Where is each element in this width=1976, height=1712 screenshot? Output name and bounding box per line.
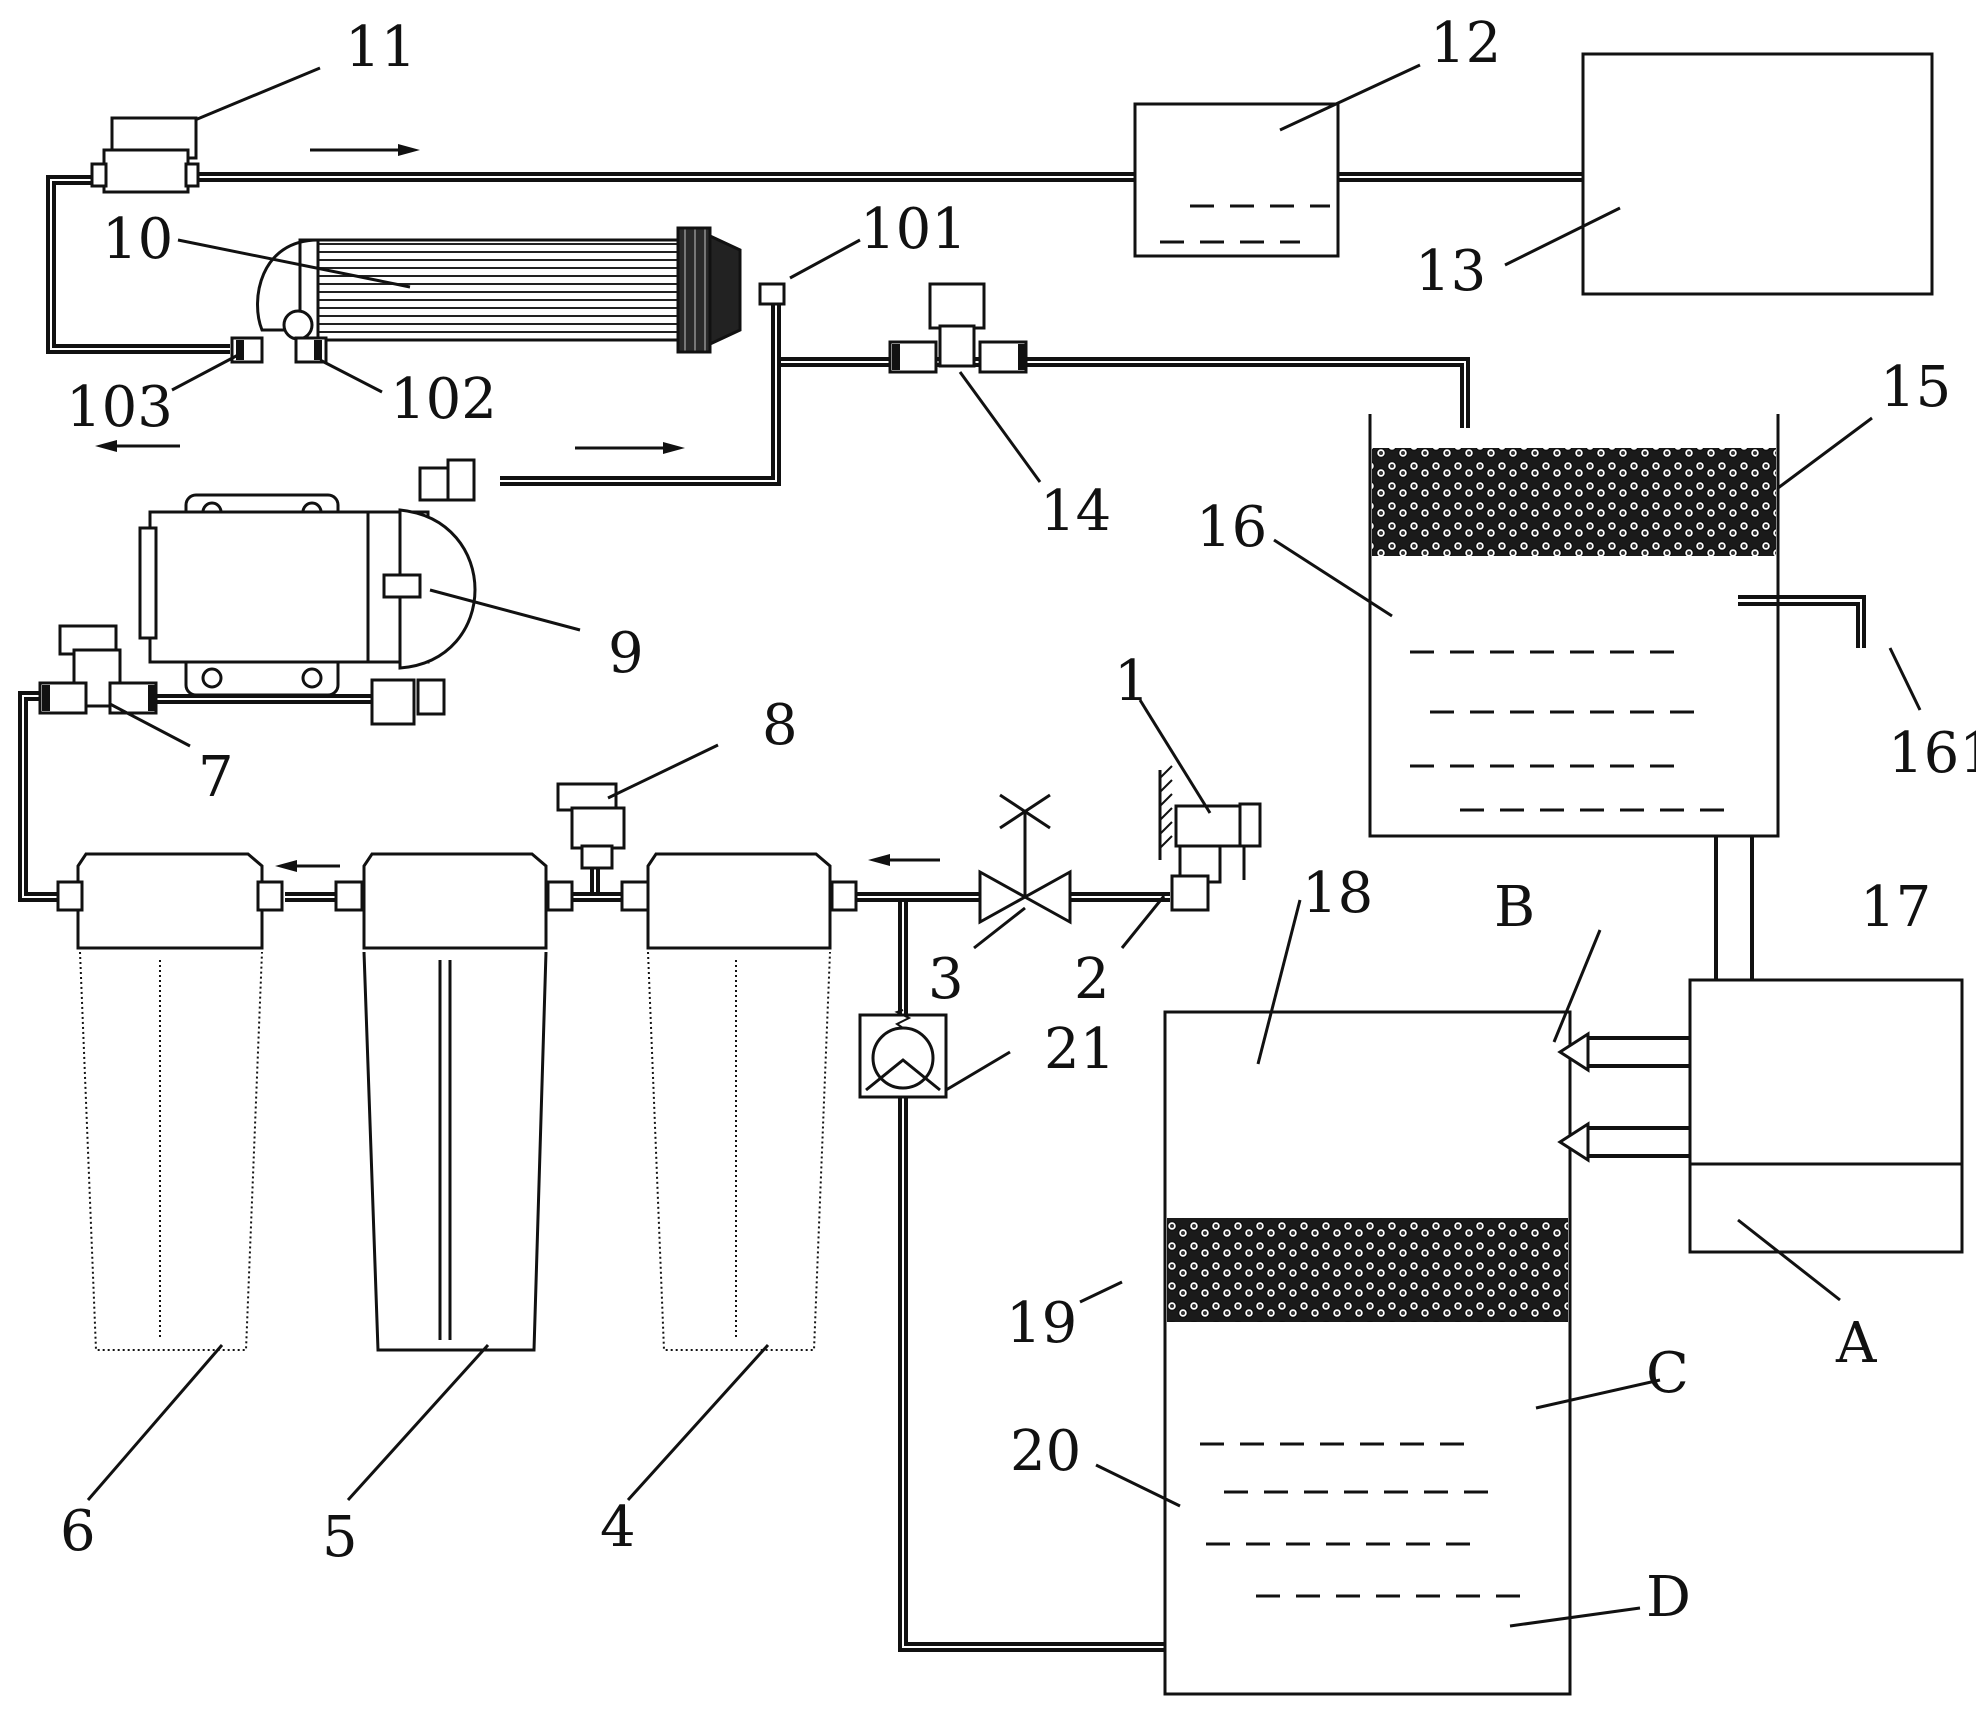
pipe-17-18-upper [1588, 1036, 1690, 1068]
label-19: 19 [1006, 1291, 1077, 1356]
pipe-filter6-5 [285, 892, 340, 902]
valve-11 [90, 116, 200, 194]
filter-5 [334, 852, 574, 1352]
label-13: 13 [1415, 239, 1486, 304]
solenoid-valve-1 [1158, 765, 1262, 912]
label-21: 21 [1044, 1017, 1115, 1082]
label-16: 16 [1196, 495, 1267, 560]
valve-7 [38, 624, 158, 715]
label-9: 9 [608, 621, 644, 686]
pipe-filter4-valve3 [857, 892, 980, 902]
pipe-network [18, 172, 1866, 1652]
label-8: 8 [762, 693, 798, 758]
pipe-161-outlet [1738, 595, 1866, 648]
nozzle-arrows [1557, 1031, 1590, 1163]
pipe-7-filter6 [18, 691, 60, 902]
label-4: 4 [600, 1495, 636, 1560]
label-11: 11 [345, 15, 416, 80]
valve-8 [556, 782, 626, 870]
tank-16 [1368, 414, 1780, 838]
filter-4 [620, 852, 858, 1351]
label-18: 18 [1302, 861, 1373, 926]
label-15: 15 [1880, 355, 1951, 420]
label-3: 3 [928, 947, 964, 1012]
label-B: B [1494, 875, 1535, 940]
label-1: 1 [1114, 649, 1150, 714]
tank-18 [1163, 1010, 1572, 1696]
pipe-top-return [190, 172, 1135, 182]
box-13 [1581, 52, 1934, 296]
pipe-14-tank16 [780, 357, 1470, 428]
leader-lines [86, 63, 1922, 1628]
label-7: 7 [198, 745, 234, 810]
label-102: 102 [390, 367, 497, 432]
pipe-valve3-2 [1070, 892, 1170, 902]
label-103: 103 [66, 375, 173, 440]
label-17: 17 [1860, 875, 1931, 940]
label-20: 20 [1010, 1419, 1081, 1484]
label-6: 6 [60, 1499, 96, 1564]
flow-arrow-pump-out [575, 442, 685, 454]
pipe-21-tank20 [898, 1096, 1165, 1652]
pump-9 [138, 458, 477, 726]
pipe-16-17 [1714, 836, 1754, 980]
flow-arrow-concentrate [95, 440, 180, 452]
pipe-tee-21 [898, 900, 908, 1015]
wall-hatch [1159, 765, 1173, 849]
pipe-17-18-lower [1588, 1126, 1690, 1158]
tank-12 [1133, 102, 1340, 258]
check-valve-21 [858, 1009, 948, 1099]
label-12: 12 [1430, 11, 1501, 76]
flow-arrow-filter-in [868, 854, 940, 866]
pipe-8-tee [590, 866, 600, 894]
label-161: 161 [1888, 721, 1976, 786]
filter-6 [56, 852, 284, 1351]
label-C: C [1646, 1341, 1689, 1406]
label-A: A [1835, 1311, 1877, 1376]
label-14: 14 [1040, 479, 1111, 544]
label-2: 2 [1074, 947, 1110, 1012]
pipe-101-pump [500, 300, 781, 486]
label-D: D [1646, 1565, 1691, 1630]
label-10: 10 [102, 207, 173, 272]
component-labels: 11 12 13 10 101 103 102 14 15 16 161 9 7… [60, 11, 1976, 1630]
flow-arrows [95, 144, 940, 872]
pipe-12-13 [1338, 172, 1583, 182]
pipe-7-pump [150, 694, 380, 704]
label-5: 5 [322, 1505, 358, 1570]
flow-arrow-top [310, 144, 420, 156]
manual-valve-3 [978, 793, 1072, 925]
pipe-left-loop [46, 175, 230, 354]
label-101: 101 [860, 197, 967, 262]
flow-arrow-filter-chain [275, 860, 340, 872]
unit-17 [1688, 978, 1964, 1254]
ro-membrane-10 [230, 226, 786, 364]
valve-14 [888, 282, 1028, 374]
